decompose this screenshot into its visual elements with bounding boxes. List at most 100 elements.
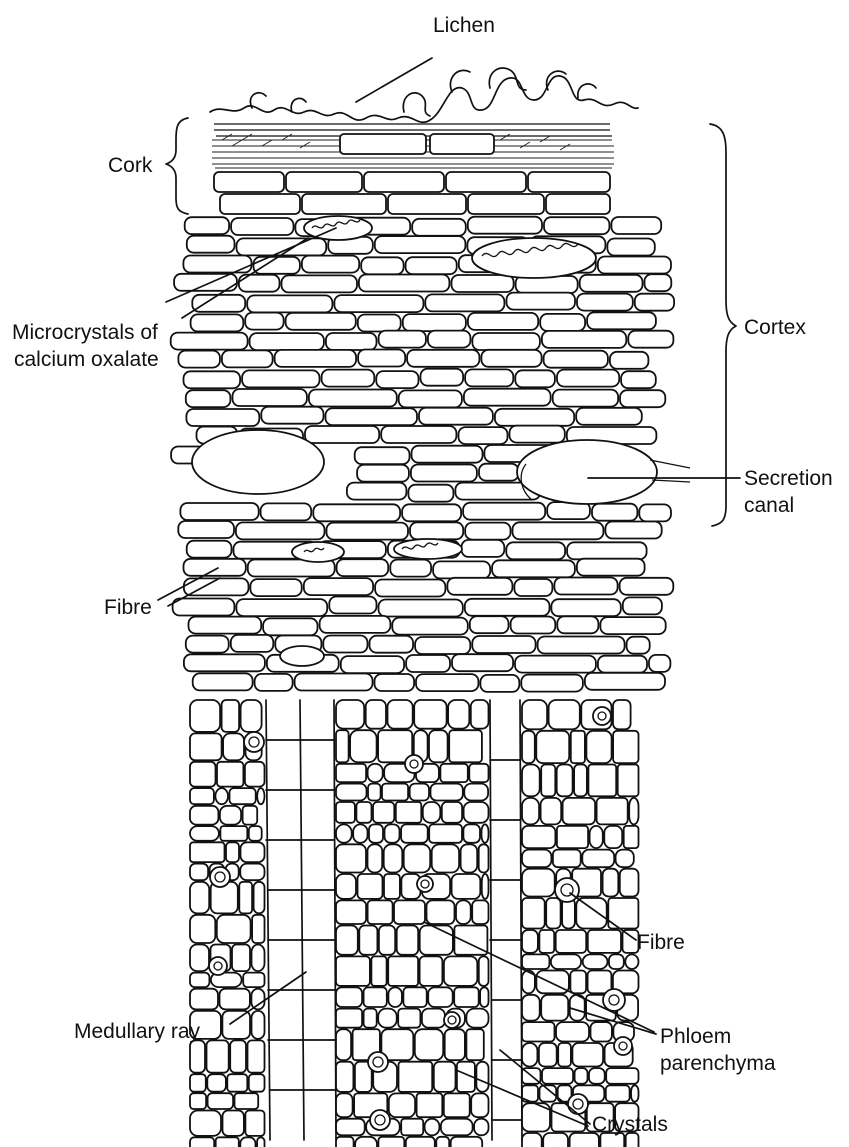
phloem-cell <box>355 1137 377 1147</box>
cork-layer <box>212 134 614 214</box>
phloem-cell <box>336 1062 353 1092</box>
cortex-cell <box>286 313 356 330</box>
phloem-cell <box>190 945 209 972</box>
phloem-cell <box>399 1062 433 1092</box>
phloem-cell <box>243 973 264 988</box>
cortex-cell <box>576 408 642 425</box>
phloem-cell <box>190 973 209 988</box>
cortex-cell <box>645 274 672 291</box>
phloem-cell <box>257 788 264 804</box>
phloem-cell <box>536 731 569 763</box>
phloem-cell <box>556 1022 589 1041</box>
phloem-cell <box>336 1093 353 1117</box>
phloem-cell <box>441 1119 473 1136</box>
cortex-cell <box>627 637 650 654</box>
phloem-cell <box>364 987 387 1007</box>
cortex-cell <box>178 351 220 368</box>
cortex-cell <box>620 578 674 595</box>
phloem-cell <box>369 824 383 842</box>
cortex-cell <box>189 617 262 634</box>
phloem-cell <box>350 730 377 762</box>
phloem-cell <box>452 874 481 899</box>
phloem-cell <box>336 784 367 801</box>
cortex-cell <box>236 599 327 616</box>
phloem-cell <box>464 802 489 823</box>
phloem-cell <box>469 764 488 782</box>
phloem-cell <box>463 824 480 842</box>
cortex-cell <box>302 256 359 273</box>
phloem-cell <box>417 1093 443 1117</box>
phloem-cell <box>220 826 247 841</box>
phloem-cell <box>245 762 265 787</box>
phloem-cell <box>388 700 413 729</box>
cortex-cell <box>184 559 246 576</box>
cortex-cell <box>649 655 670 672</box>
phloem-cell <box>522 700 547 729</box>
cortex-cell <box>237 238 327 255</box>
phloem-cell <box>227 1074 247 1092</box>
phloem-cell <box>624 826 639 848</box>
cortex-cell <box>639 504 671 521</box>
cortex-cell <box>399 390 462 407</box>
phloem-cell <box>388 987 402 1007</box>
phloem-cell <box>431 784 463 801</box>
cortex-cell <box>326 408 418 425</box>
cortex-cell <box>480 675 519 692</box>
cortex-cell <box>452 654 513 671</box>
cortex-cell <box>231 635 273 652</box>
cortex-cell <box>542 331 626 348</box>
phloem-cell <box>336 900 366 924</box>
phloem-cell <box>522 1043 537 1067</box>
cortex-cell <box>370 636 414 653</box>
cortex-cell <box>465 369 513 386</box>
phloem-cell <box>522 1022 555 1041</box>
phloem-cell <box>471 1093 488 1117</box>
label-cork: Cork <box>108 154 153 177</box>
phloem-cell <box>190 762 216 787</box>
phloem-cell <box>249 1074 265 1092</box>
cortex-cell <box>222 350 273 367</box>
cortex-cell <box>403 314 466 331</box>
cortex-cell <box>185 217 229 234</box>
phloem-cell <box>336 1137 354 1147</box>
phloem-cell <box>207 1040 229 1072</box>
phloem-cell <box>546 898 560 929</box>
cortex-cell <box>447 578 512 595</box>
cortex-cell <box>412 219 466 236</box>
phloem-cell <box>379 926 395 955</box>
cortex-cell <box>464 389 551 406</box>
phloem-cell <box>254 882 265 914</box>
phloem-cell <box>575 1068 588 1084</box>
cortex-cell <box>184 654 265 671</box>
cortex-cell <box>554 578 617 595</box>
cortex-cell <box>375 674 415 691</box>
phloem-cell <box>220 989 250 1010</box>
phloem-cell <box>235 1093 259 1109</box>
cortex-cell <box>462 540 505 557</box>
phloem-cell <box>378 1009 397 1028</box>
phloem-cell <box>631 1085 638 1101</box>
phloem-cell <box>522 930 538 953</box>
phloem-cell <box>401 824 428 842</box>
phloem-cell <box>586 731 611 763</box>
phloem-cell <box>336 700 364 729</box>
phloem-cell <box>522 731 535 763</box>
cortex-cell <box>465 599 550 616</box>
cortex-cell <box>628 331 673 348</box>
phloem-cell <box>440 764 467 782</box>
cortex-cell <box>178 521 234 538</box>
cortex-cell <box>337 559 389 576</box>
cortex-cell <box>421 369 464 386</box>
cortex-cell <box>592 504 637 521</box>
phloem-cell <box>239 882 252 914</box>
phloem-cell <box>223 733 244 760</box>
cortex-cell <box>381 426 456 443</box>
cortex-cell <box>304 578 373 595</box>
cortex-cell <box>341 656 404 673</box>
cortex-cell <box>587 312 656 329</box>
phloem-cell <box>476 1062 488 1092</box>
cortex-cell <box>255 674 293 691</box>
phloem-cell <box>522 826 555 848</box>
phloem-cell <box>479 844 489 872</box>
phloem-cell <box>616 850 634 868</box>
